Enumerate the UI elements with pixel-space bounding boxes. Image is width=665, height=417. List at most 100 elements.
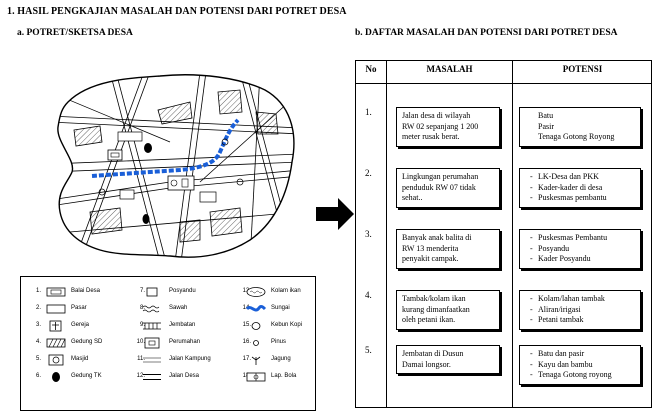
potensi-item: Kayu dan bambu bbox=[530, 360, 636, 371]
legend-item: 5. Masjid bbox=[21, 353, 317, 368]
potensi-box: Kolam/lahan tambakAliran/irigasiPetani t… bbox=[519, 290, 641, 330]
masalah-line: sehat.. bbox=[402, 193, 423, 202]
potensi-item: Batu dan pasir bbox=[530, 349, 636, 360]
legend-item: 7. Posyandu bbox=[21, 285, 317, 300]
masalah-line: Jembatan di Dusun bbox=[402, 349, 464, 358]
cross-in-box-icon bbox=[49, 320, 62, 332]
row-number: 3. bbox=[365, 229, 372, 239]
row-number: 1. bbox=[365, 107, 372, 117]
legend-number: 16. bbox=[242, 339, 251, 345]
legend-item: 13.Kolam ikan bbox=[21, 285, 317, 300]
wavy-lines-icon bbox=[142, 305, 160, 313]
legend-number: 5. bbox=[35, 356, 41, 362]
masalah-line: RW 02 sepanjang 1 200 bbox=[402, 121, 479, 131]
row-number: 5. bbox=[365, 345, 372, 355]
legend-number: 10. bbox=[136, 339, 145, 345]
legend-item: 12. Jalan Desa bbox=[21, 370, 317, 385]
potensi-item: Tenaga Gotong Royong bbox=[538, 132, 615, 141]
potensi-item: Petani tambak bbox=[530, 315, 636, 326]
potensi-item: Posyandu bbox=[530, 244, 636, 255]
masalah-line: oleh petani ikan. bbox=[402, 315, 456, 324]
oval-icon bbox=[251, 322, 261, 330]
legend-item: 8.Sawah bbox=[21, 302, 317, 317]
potensi-item: Tenaga Gotong royong bbox=[530, 370, 636, 381]
section-b-title: b. DAFTAR MASALAH DAN POTENSI DARI POTRE… bbox=[355, 28, 618, 38]
masalah-line: kurang dimanfaatkan bbox=[402, 304, 470, 314]
potensi-item: Aliran/irigasi bbox=[530, 305, 636, 316]
legend-item: 11. Jalan Kampung bbox=[21, 353, 317, 368]
double-line-icon bbox=[143, 357, 161, 363]
legend-label: Sungai bbox=[271, 305, 290, 311]
rectangle-with-inner-rect-icon bbox=[46, 287, 66, 297]
legend-item: 3.Gereja bbox=[21, 319, 317, 334]
legend-item: 6. Gedung TK bbox=[21, 370, 317, 385]
legend-label: Pinus bbox=[271, 339, 287, 345]
masalah-line: penduduk RW 07 tidak bbox=[402, 182, 476, 192]
arrow-right-icon bbox=[316, 198, 354, 230]
hatched-box-icon bbox=[46, 338, 66, 348]
legend-number: 3. bbox=[35, 322, 41, 328]
masalah-line: Damai longsor. bbox=[402, 359, 451, 369]
legend-number: 7. bbox=[139, 288, 145, 294]
header-potensi: POTENSI bbox=[562, 64, 603, 74]
legend-label: Jembatan bbox=[169, 322, 196, 328]
legend-label: Gedung TK bbox=[71, 373, 102, 379]
thick-double-line-icon bbox=[143, 373, 161, 381]
masalah-line: meter rusak berat. bbox=[402, 132, 460, 141]
legend-label: Lap. Bola bbox=[271, 373, 297, 379]
potensi-item: LK-Desa dan PKK bbox=[530, 172, 636, 183]
legend-item: 15. Kebun Kopi bbox=[21, 319, 317, 334]
legend-label: Jalan Desa bbox=[169, 373, 200, 379]
potensi-item: Kader-kader di desa bbox=[530, 183, 636, 194]
potensi-item: Kader Posyandu bbox=[530, 254, 636, 265]
potensi-box: Puskesmas PembantuPosyanduKader Posyandu bbox=[519, 229, 641, 269]
pond-oval-icon bbox=[246, 287, 266, 297]
masalah-line: Lingkungan perumahan bbox=[402, 172, 479, 181]
legend-label: Kebun Kopi bbox=[271, 322, 303, 328]
bridge-icon bbox=[143, 322, 161, 330]
village-sketch-map bbox=[57, 74, 295, 258]
legend-number: 17. bbox=[242, 356, 251, 362]
header-no: No bbox=[365, 64, 377, 74]
legend-item: 1.Balai Desa bbox=[21, 285, 317, 300]
masalah-line: Tambak/kolam ikan bbox=[402, 294, 466, 303]
legend-label: Masjid bbox=[71, 356, 89, 362]
legend-number: 12. bbox=[136, 373, 145, 379]
legend-label: Perumahan bbox=[169, 339, 201, 345]
legend-item: 18.Lap. Bola bbox=[21, 370, 317, 385]
legend-item: 10. Perumahan bbox=[21, 336, 317, 351]
problem-potential-table: No MASALAH POTENSI 1. Jalan desa di wilay… bbox=[355, 60, 652, 408]
legend-number: 2. bbox=[35, 305, 41, 311]
legend-number: 9. bbox=[139, 322, 145, 328]
legend-label: Posyandu bbox=[169, 288, 196, 294]
legend-item: 2. Pasar bbox=[21, 302, 317, 317]
small-box-icon bbox=[146, 287, 158, 297]
legend-item: 9. Jembatan bbox=[21, 319, 317, 334]
legend-number: 1. bbox=[35, 288, 41, 294]
field-icon bbox=[246, 372, 266, 382]
legend-number: 15. bbox=[242, 322, 251, 328]
legend-number: 11. bbox=[137, 356, 145, 362]
header-masalah: MASALAH bbox=[426, 64, 473, 74]
legend-label: Jagung bbox=[271, 356, 291, 362]
potensi-item: Puskesmas Pembantu bbox=[530, 233, 636, 244]
crescent-box-icon bbox=[48, 354, 64, 366]
legend-label: Pasar bbox=[71, 305, 87, 311]
legend-number: 8. bbox=[139, 305, 145, 311]
legend-label: Jalan Kampung bbox=[169, 356, 211, 362]
house-box-icon bbox=[144, 337, 160, 349]
masalah-line: penyakit campak. bbox=[402, 254, 459, 263]
section-a-title: a. POTRET/SKETSA DESA bbox=[17, 28, 133, 38]
legend-number: 6. bbox=[35, 373, 41, 379]
row-number: 2. bbox=[365, 168, 372, 178]
legend-label: Gedung SD bbox=[71, 339, 103, 345]
river-icon bbox=[245, 304, 267, 312]
potensi-box: LK-Desa dan PKKKader-kader di desaPuskes… bbox=[519, 168, 641, 208]
masalah-line: RW 13 menderita bbox=[402, 243, 459, 253]
